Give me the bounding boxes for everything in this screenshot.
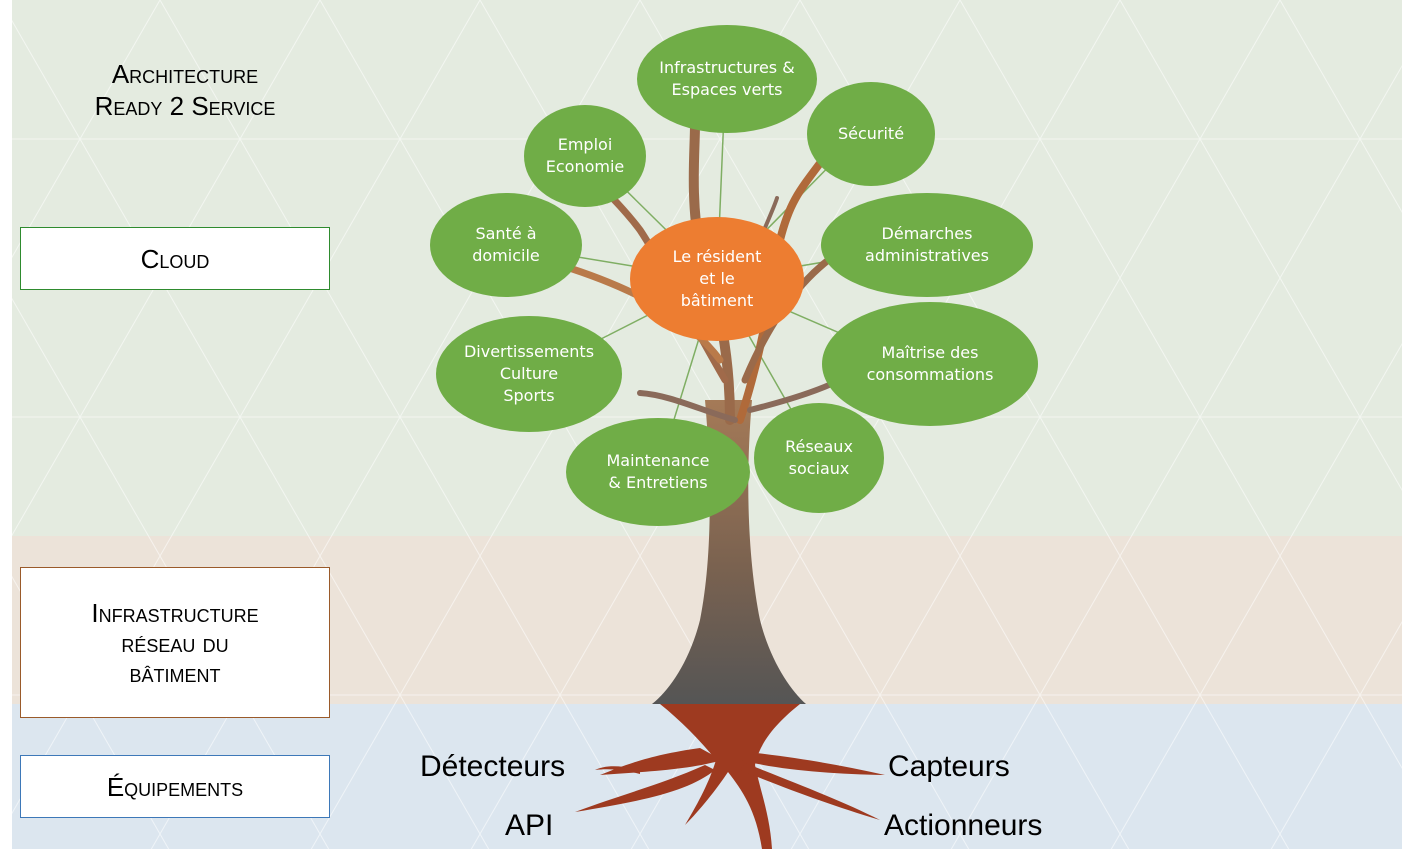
root-label-capteurs: Capteurs bbox=[888, 750, 1010, 783]
leaf-reseaux-sociaux: Réseaux sociaux bbox=[754, 403, 884, 513]
center-node-resident: Le résident et le bâtiment bbox=[630, 217, 804, 341]
leaf-demarches-administratives: Démarches administratives bbox=[821, 193, 1033, 297]
leaf-infrastructures-espaces-verts: Infrastructures & Espaces verts bbox=[637, 25, 817, 133]
root-label-api: API bbox=[505, 809, 554, 842]
tree-trunk bbox=[652, 400, 806, 704]
leaf-emploi-economie: Emploi Economie bbox=[524, 105, 646, 207]
infrastructure-layer-label: Infrastructure réseau du bâtiment bbox=[20, 567, 330, 718]
tree-roots bbox=[575, 704, 885, 849]
leaf-maitrise-des-consommations: Maîtrise des consommations bbox=[822, 302, 1038, 426]
root-label-detecteurs: Détecteurs bbox=[420, 750, 566, 783]
leaf-sante-a-domicile: Santé à domicile bbox=[430, 193, 582, 297]
leaf-maintenance-entretiens: Maintenance & Entretiens bbox=[566, 418, 750, 526]
diagram-title: Architecture Ready 2 Service bbox=[94, 59, 276, 121]
leaf-securite: Sécurité bbox=[807, 82, 935, 186]
root-label-actionneurs: Actionneurs bbox=[884, 809, 1043, 842]
leaf-divertissements-culture-sports: Divertissements Culture Sports bbox=[436, 316, 622, 432]
cloud-layer-label: Cloud bbox=[20, 227, 330, 290]
equipment-layer-label: Équipements bbox=[20, 755, 330, 818]
